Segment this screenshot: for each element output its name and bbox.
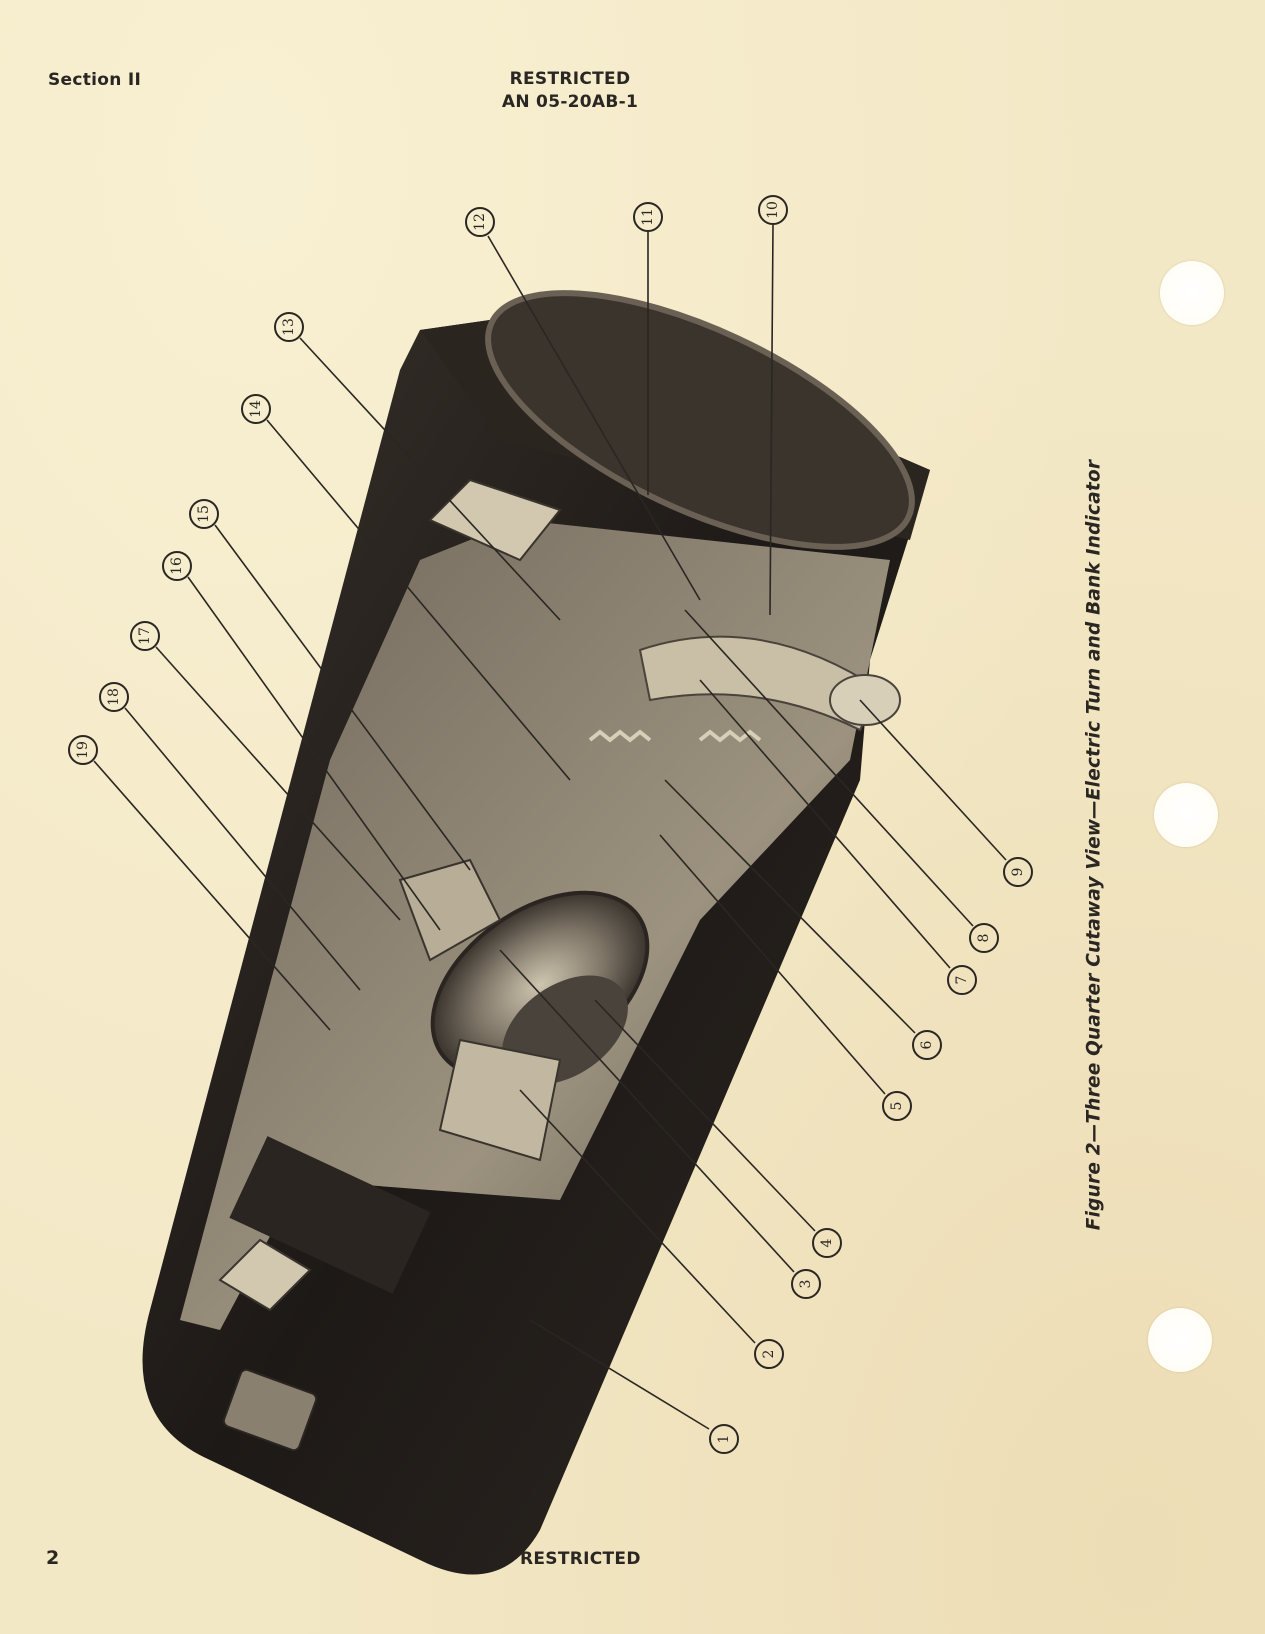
- page-header-section: Section II: [48, 70, 142, 90]
- punch-hole: [1148, 1308, 1212, 1372]
- callout-5: 5: [882, 1091, 912, 1121]
- footer-classification: RESTRICTED: [520, 1549, 641, 1569]
- callout-2: 2: [754, 1339, 784, 1369]
- callout-16: 16: [162, 551, 192, 581]
- page-header-center: RESTRICTED AN 05-20AB-1: [480, 68, 660, 114]
- callout-18: 18: [99, 682, 129, 712]
- callout-14: 14: [241, 394, 271, 424]
- callout-11: 11: [633, 202, 663, 232]
- callout-8: 8: [969, 923, 999, 953]
- footer-page-number: 2: [46, 1547, 60, 1569]
- callout-3: 3: [791, 1269, 821, 1299]
- callout-15: 15: [189, 499, 219, 529]
- callout-10: 10: [758, 195, 788, 225]
- punch-hole: [1160, 261, 1224, 325]
- callout-12: 12: [465, 207, 495, 237]
- callout-4: 4: [812, 1228, 842, 1258]
- callout-17: 17: [130, 621, 160, 651]
- instrument-housing: [142, 290, 930, 1575]
- punch-hole: [1154, 783, 1218, 847]
- figure-caption: Figure 2—Three Quarter Cutaway View—Elec…: [1083, 459, 1105, 1231]
- leader-lines: [93, 224, 1007, 1430]
- header-classification: RESTRICTED: [509, 69, 631, 89]
- callout-6: 6: [912, 1030, 942, 1060]
- callout-7: 7: [947, 965, 977, 995]
- callout-19: 19: [68, 735, 98, 765]
- callout-1: 1: [709, 1424, 739, 1454]
- callout-13: 13: [274, 312, 304, 342]
- header-document-number: AN 05-20AB-1: [501, 92, 639, 112]
- callout-9: 9: [1003, 857, 1033, 887]
